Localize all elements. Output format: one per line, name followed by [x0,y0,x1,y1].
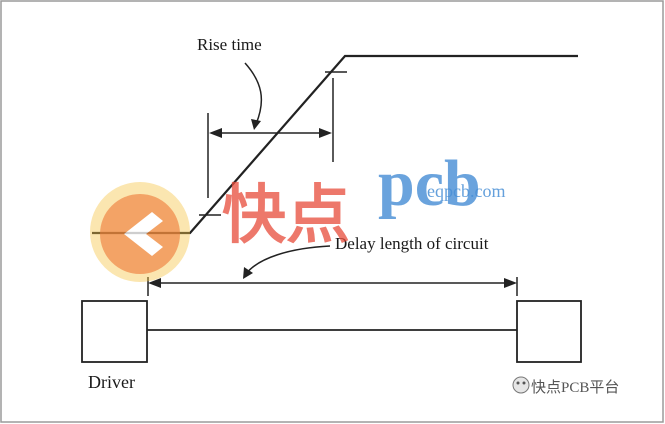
rise-time-leader [244,62,263,125]
footer-badge: 快点PCB平台 [512,376,619,396]
rise-time-arrowhead-left [209,128,222,138]
footer-badge-icon-eye-left [516,381,520,385]
footer-badge-icon [512,376,530,394]
delay-leader [245,245,331,275]
watermark-logo [90,182,190,282]
watermark-chinese-text: 快点 [222,180,350,251]
driver-box [81,300,148,363]
rise-time-arrowhead-right [319,128,332,138]
footer-badge-text: 快点PCB平台 [531,379,619,396]
rise-time-leader-arrowhead [251,119,261,130]
rise-time-label: Rise time [197,35,262,54]
delay-length-label: Delay length of circuit [335,234,489,253]
watermark-brand-text: pcb [378,147,481,220]
driver-label: Driver [88,372,135,392]
footer-badge-icon-eye-right [522,381,526,385]
delay-leader-arrowhead [243,267,253,279]
watermark-url-text: eqpcb.com [427,181,505,201]
receiver-box [516,300,582,363]
delay-arrowhead-right [504,278,517,288]
delay-arrowhead-left [148,278,161,288]
watermark-logo-chevron-icon [124,212,163,256]
